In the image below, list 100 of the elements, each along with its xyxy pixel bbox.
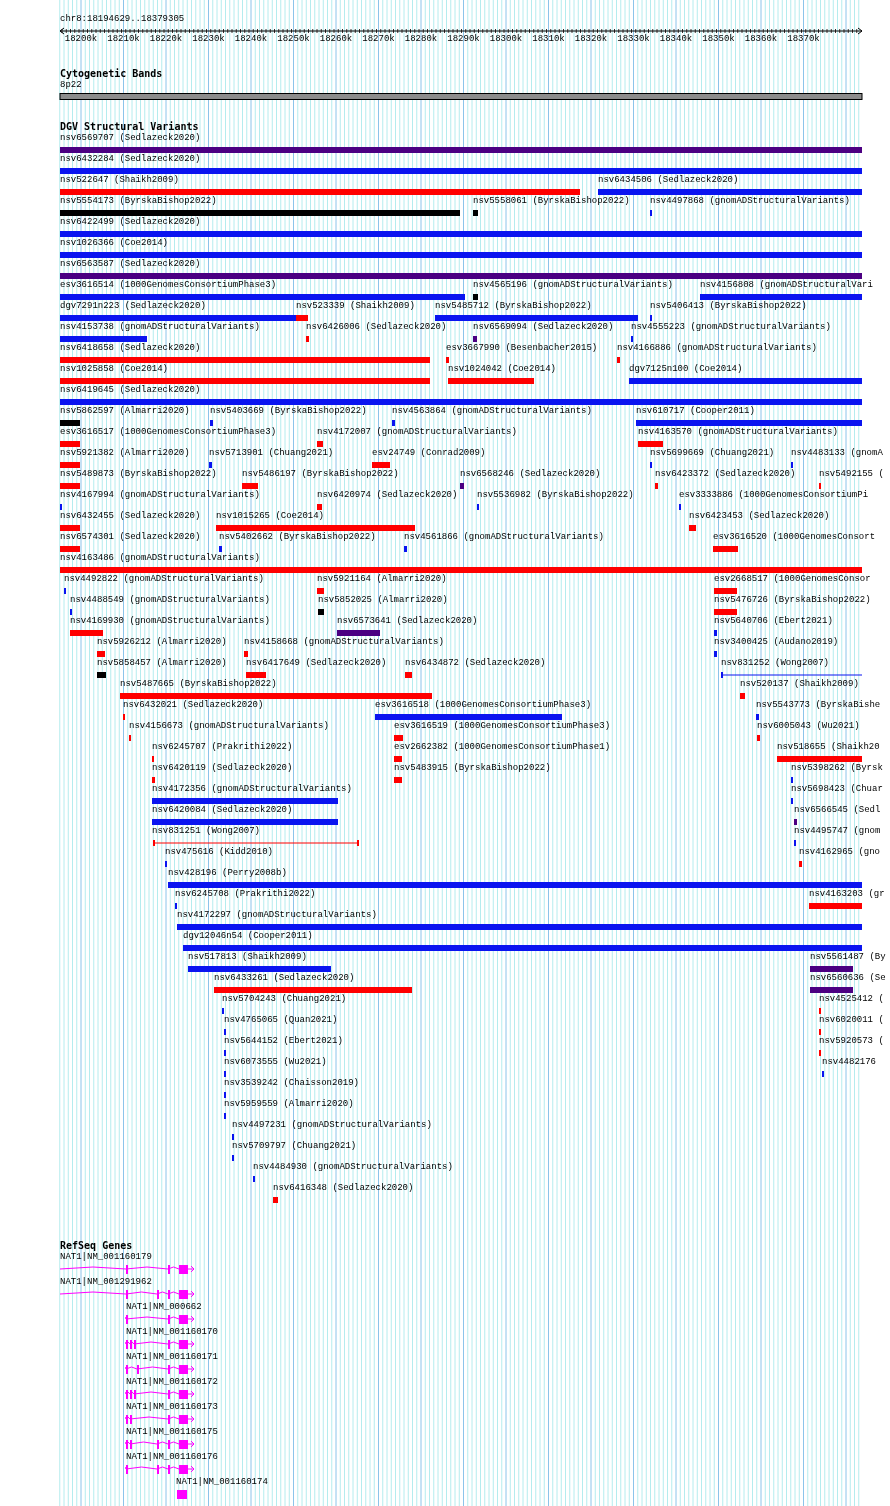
variant-label: esv3616517 (1000GenomesConsortiumPhase3) xyxy=(60,427,277,438)
coordinate-range: chr8:18194629..18379305 xyxy=(60,14,185,25)
axis-tick-label: 18330k xyxy=(617,34,650,45)
variant-label: nsv5704243 (Chuang2021) xyxy=(222,994,347,1005)
variant-label: nsv6245707 (Prakrithi2022) xyxy=(152,742,293,753)
axis-tick-label: 18350k xyxy=(702,34,735,45)
variant-label: nsv4172356 (gnomADStructuralVariants) xyxy=(152,784,352,795)
axis-tick-label: 18250k xyxy=(277,34,310,45)
variant-label: nsv6432455 (Sedlazeck2020) xyxy=(60,511,201,522)
axis-tick-label: 18370k xyxy=(787,34,820,45)
gene-label: NAT1|NM_001160174 xyxy=(176,1477,268,1488)
variant-label: nsv4484930 (gnomADStructuralVariants) xyxy=(253,1162,453,1173)
variant-label: nsv5640706 (Ebert2021) xyxy=(714,616,833,627)
variant-label: esv2668517 (1000GenomesConsor xyxy=(714,574,871,585)
gene-label: NAT1|NM_001160170 xyxy=(126,1327,218,1338)
variant-label: nsv6420974 (Sedlazeck2020) xyxy=(317,490,458,501)
variant-label: esv3616518 (1000GenomesConsortiumPhase3) xyxy=(375,700,592,711)
variant-label: nsv6432284 (Sedlazeck2020) xyxy=(60,154,201,165)
variant-label: nsv4563864 (gnomADStructuralVariants) xyxy=(392,406,592,417)
variant-label: nsv4162965 (gno xyxy=(799,847,880,858)
variant-label: nsv4492822 (gnomADStructuralVariants) xyxy=(64,574,264,585)
variant-label: nsv6563587 (Sedlazeck2020) xyxy=(60,259,201,270)
variant-label: nsv4482176 xyxy=(822,1057,876,1068)
variant-label: nsv6423453 (Sedlazeck2020) xyxy=(689,511,830,522)
axis-tick-label: 18290k xyxy=(447,34,480,45)
variant-label: nsv4525412 ( xyxy=(819,994,884,1005)
variant-label: dgv7125n100 (Coe2014) xyxy=(629,364,743,375)
variant-label: nsv5402662 (ByrskaBishop2022) xyxy=(219,532,376,543)
axis-tick-label: 18230k xyxy=(192,34,225,45)
variant-label: nsv4488549 (gnomADStructuralVariants) xyxy=(70,595,270,606)
variant-label: nsv6423372 (Sedlazeck2020) xyxy=(655,469,796,480)
variant-label: nsv5862597 (Almarri2020) xyxy=(60,406,190,417)
axis-tick-label: 18260k xyxy=(319,34,353,45)
variant-label: nsv6417649 (Sedlazeck2020) xyxy=(246,658,387,669)
variant-label: nsv6569094 (Sedlazeck2020) xyxy=(473,322,614,333)
axis-tick-label: 18220k xyxy=(149,34,183,45)
axis-tick-label: 18200k xyxy=(64,34,98,45)
axis-tick-label: 18280k xyxy=(404,34,438,45)
variant-label: nsv6418658 (Sedlazeck2020) xyxy=(60,343,201,354)
band-label: 8p22 xyxy=(60,80,82,91)
variant-label: nsv5561487 (By xyxy=(810,952,886,963)
variant-label: nsv5713901 (Chuang2021) xyxy=(209,448,334,459)
variant-label: dgv12046n54 (Cooper2011) xyxy=(183,931,313,942)
variant-label: nsv6434506 (Sedlazeck2020) xyxy=(598,175,739,186)
variant-label: nsv6422499 (Sedlazeck2020) xyxy=(60,217,201,228)
variant-label: nsv520137 (Shaikh2009) xyxy=(740,679,859,690)
variant-label: nsv4166886 (gnomADStructuralVariants) xyxy=(617,343,817,354)
variant-label: nsv4163203 (gr xyxy=(809,889,885,900)
gene-label: NAT1|NM_001160176 xyxy=(126,1452,218,1463)
variant-label: nsv5921164 (Almarri2020) xyxy=(317,574,447,585)
variant-label: nsv4765065 (Quan2021) xyxy=(224,1015,338,1026)
variant-label: nsv5406413 (ByrskaBishop2022) xyxy=(650,301,807,312)
variant-label: nsv6073555 (Wu2021) xyxy=(224,1057,327,1068)
track-heading: DGV Structural Variants xyxy=(60,121,199,132)
variant-label: nsv5536982 (ByrskaBishop2022) xyxy=(477,490,634,501)
variant-label: nsv5476726 (ByrskaBishop2022) xyxy=(714,595,871,606)
variant-label: nsv6420084 (Sedlazeck2020) xyxy=(152,805,293,816)
variant-label: nsv4172297 (gnomADStructuralVariants) xyxy=(177,910,377,921)
variant-label: nsv1024042 (Coe2014) xyxy=(448,364,557,375)
variant-label: nsv6426006 (Sedlazeck2020) xyxy=(306,322,447,333)
variant-label: nsv4497868 (gnomADStructuralVariants) xyxy=(650,196,850,207)
variant-label: esv24749 (Conrad2009) xyxy=(372,448,486,459)
axis-tick-label: 18320k xyxy=(574,34,608,45)
axis-tick-label: 18210k xyxy=(107,34,140,45)
variant-label: nsv6574301 (Sedlazeck2020) xyxy=(60,532,201,543)
variant-label: nsv1026366 (Coe2014) xyxy=(60,238,169,249)
variant-label: nsv6005043 (Wu2021) xyxy=(757,721,860,732)
variant-label: nsv6245708 (Prakrithi2022) xyxy=(175,889,316,900)
gene-label: NAT1|NM_000662 xyxy=(126,1302,202,1313)
variant-label: nsv523339 (Shaikh2009) xyxy=(296,301,415,312)
variant-label: nsv428196 (Perry2008b) xyxy=(168,868,287,879)
track-heading: RefSeq Genes xyxy=(60,1240,133,1251)
variant-label: esv3667990 (Besenbacher2015) xyxy=(446,343,598,354)
variant-label: nsv6573641 (Sedlazeck2020) xyxy=(337,616,478,627)
variant-label: esv3333886 (1000GenomesConsortiumPi xyxy=(679,490,869,501)
variant-label: nsv5485712 (ByrskaBishop2022) xyxy=(435,301,592,312)
variant-label: nsv4156673 (gnomADStructuralVariants) xyxy=(129,721,329,732)
axis-tick-label: 18310k xyxy=(532,34,565,45)
variant-label: nsv5699669 (Chuang2021) xyxy=(650,448,775,459)
variant-label: nsv5921382 (Almarri2020) xyxy=(60,448,190,459)
variant-label: nsv6419645 (Sedlazeck2020) xyxy=(60,385,201,396)
variant-label: nsv4565196 (gnomADStructuralVariants) xyxy=(473,280,673,291)
variant-label: esv3616520 (1000GenomesConsort xyxy=(713,532,876,543)
variant-label: dgv7291n223 (Sedlazeck2020) xyxy=(60,301,206,312)
axis-tick-label: 18240k xyxy=(234,34,268,45)
variant-label: nsv6560636 (Se xyxy=(810,973,886,984)
variant-label: nsv4163486 (gnomADStructuralVariants) xyxy=(60,553,260,564)
gene-label: NAT1|NM_001160171 xyxy=(126,1352,218,1363)
variant-label: nsv5926212 (Almarri2020) xyxy=(97,637,227,648)
variant-label: nsv5920573 ( xyxy=(819,1036,884,1047)
variant-label: nsv6432021 (Sedlazeck2020) xyxy=(123,700,264,711)
variant-label: nsv1025858 (Coe2014) xyxy=(60,364,169,375)
variant-label: nsv3539242 (Chaisson2019) xyxy=(224,1078,360,1089)
variant-label: nsv4158668 (gnomADStructuralVariants) xyxy=(244,637,444,648)
variant-label: nsv4169930 (gnomADStructuralVariants) xyxy=(70,616,270,627)
variant-label: nsv831251 (Wong2007) xyxy=(152,826,261,837)
variant-label: nsv6420119 (Sedlazeck2020) xyxy=(152,763,293,774)
variant-label: nsv4555223 (gnomADStructuralVariants) xyxy=(631,322,831,333)
variant-label: nsv5558061 (ByrskaBishop2022) xyxy=(473,196,630,207)
variant-label: nsv5858457 (Almarri2020) xyxy=(97,658,227,669)
